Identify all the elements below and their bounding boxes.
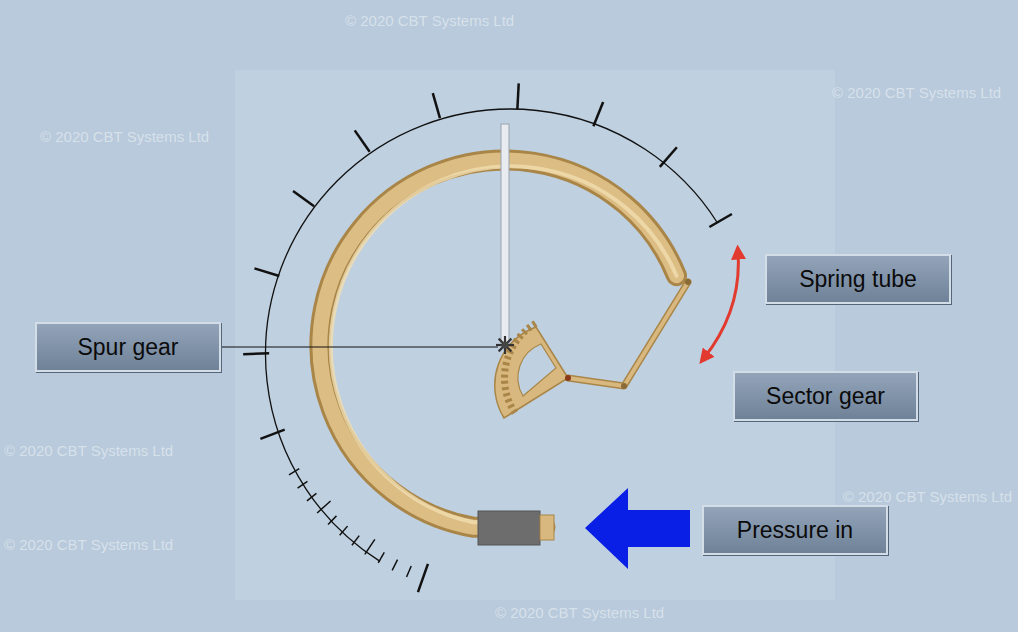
gear-tooth (501, 381, 508, 384)
major-tick (433, 93, 440, 118)
gear-tooth (508, 405, 514, 408)
minor-tick (340, 526, 348, 535)
spur-gear (496, 336, 514, 354)
gear-tooth (502, 388, 509, 389)
minor-tick (378, 552, 384, 562)
motion-arrow (704, 252, 738, 358)
minor-tick (317, 501, 330, 513)
watermark: © 2020 CBT Systems Ltd (4, 442, 173, 459)
minor-tick (407, 566, 412, 577)
label-box: Pressure in (702, 505, 888, 555)
major-tick (260, 430, 284, 439)
dial-scale (243, 83, 732, 592)
minor-tick (352, 536, 359, 546)
watermark: © 2020 CBT Systems Ltd (495, 604, 664, 621)
linkage (568, 279, 691, 389)
gear-tooth (513, 339, 519, 343)
gear-tooth (505, 357, 512, 359)
gear-tooth (511, 410, 517, 414)
major-tick (243, 352, 269, 355)
spring-tube (320, 160, 677, 545)
major-tick (254, 268, 279, 276)
minor-tick (328, 516, 336, 525)
minor-tick (289, 469, 299, 475)
gear-tooth (503, 363, 510, 365)
gear-tooth (501, 374, 508, 377)
part-label: Spring tube (799, 266, 917, 293)
watermark: © 2020 CBT Systems Ltd (832, 84, 1001, 101)
major-tick (660, 147, 677, 167)
major-tick (355, 130, 370, 151)
watermark: © 2020 CBT Systems Ltd (4, 536, 173, 553)
minor-tick (365, 539, 375, 554)
major-tick (517, 83, 518, 109)
part-label: Sector gear (766, 383, 885, 410)
minor-tick (392, 560, 397, 571)
watermark: © 2020 CBT Systems Ltd (40, 128, 209, 145)
part-label: Spur gear (77, 334, 178, 361)
leader-line (222, 346, 498, 347)
gear-tooth (518, 334, 523, 339)
major-tick (293, 191, 314, 206)
gear-tooth (532, 321, 536, 327)
gear-tooth (527, 325, 531, 331)
pointer-needle (501, 124, 509, 346)
watermark: © 2020 CBT Systems Ltd (843, 488, 1012, 505)
label-box: Spring tube (765, 254, 951, 304)
label-box: Spur gear (35, 322, 221, 372)
gear-tooth (522, 329, 527, 334)
label-box: Sector gear (733, 371, 918, 421)
minor-tick (418, 564, 428, 592)
gear-tooth (503, 394, 510, 396)
gear-tooth (502, 368, 509, 372)
minor-tick (307, 493, 316, 500)
minor-tick (298, 481, 308, 488)
major-tick (593, 102, 603, 126)
watermark: © 2020 CBT Systems Ltd (345, 12, 514, 29)
pressure-arrow (585, 488, 690, 569)
part-label: Pressure in (737, 517, 853, 544)
gear-tooth (505, 399, 512, 401)
major-tick (709, 214, 732, 227)
